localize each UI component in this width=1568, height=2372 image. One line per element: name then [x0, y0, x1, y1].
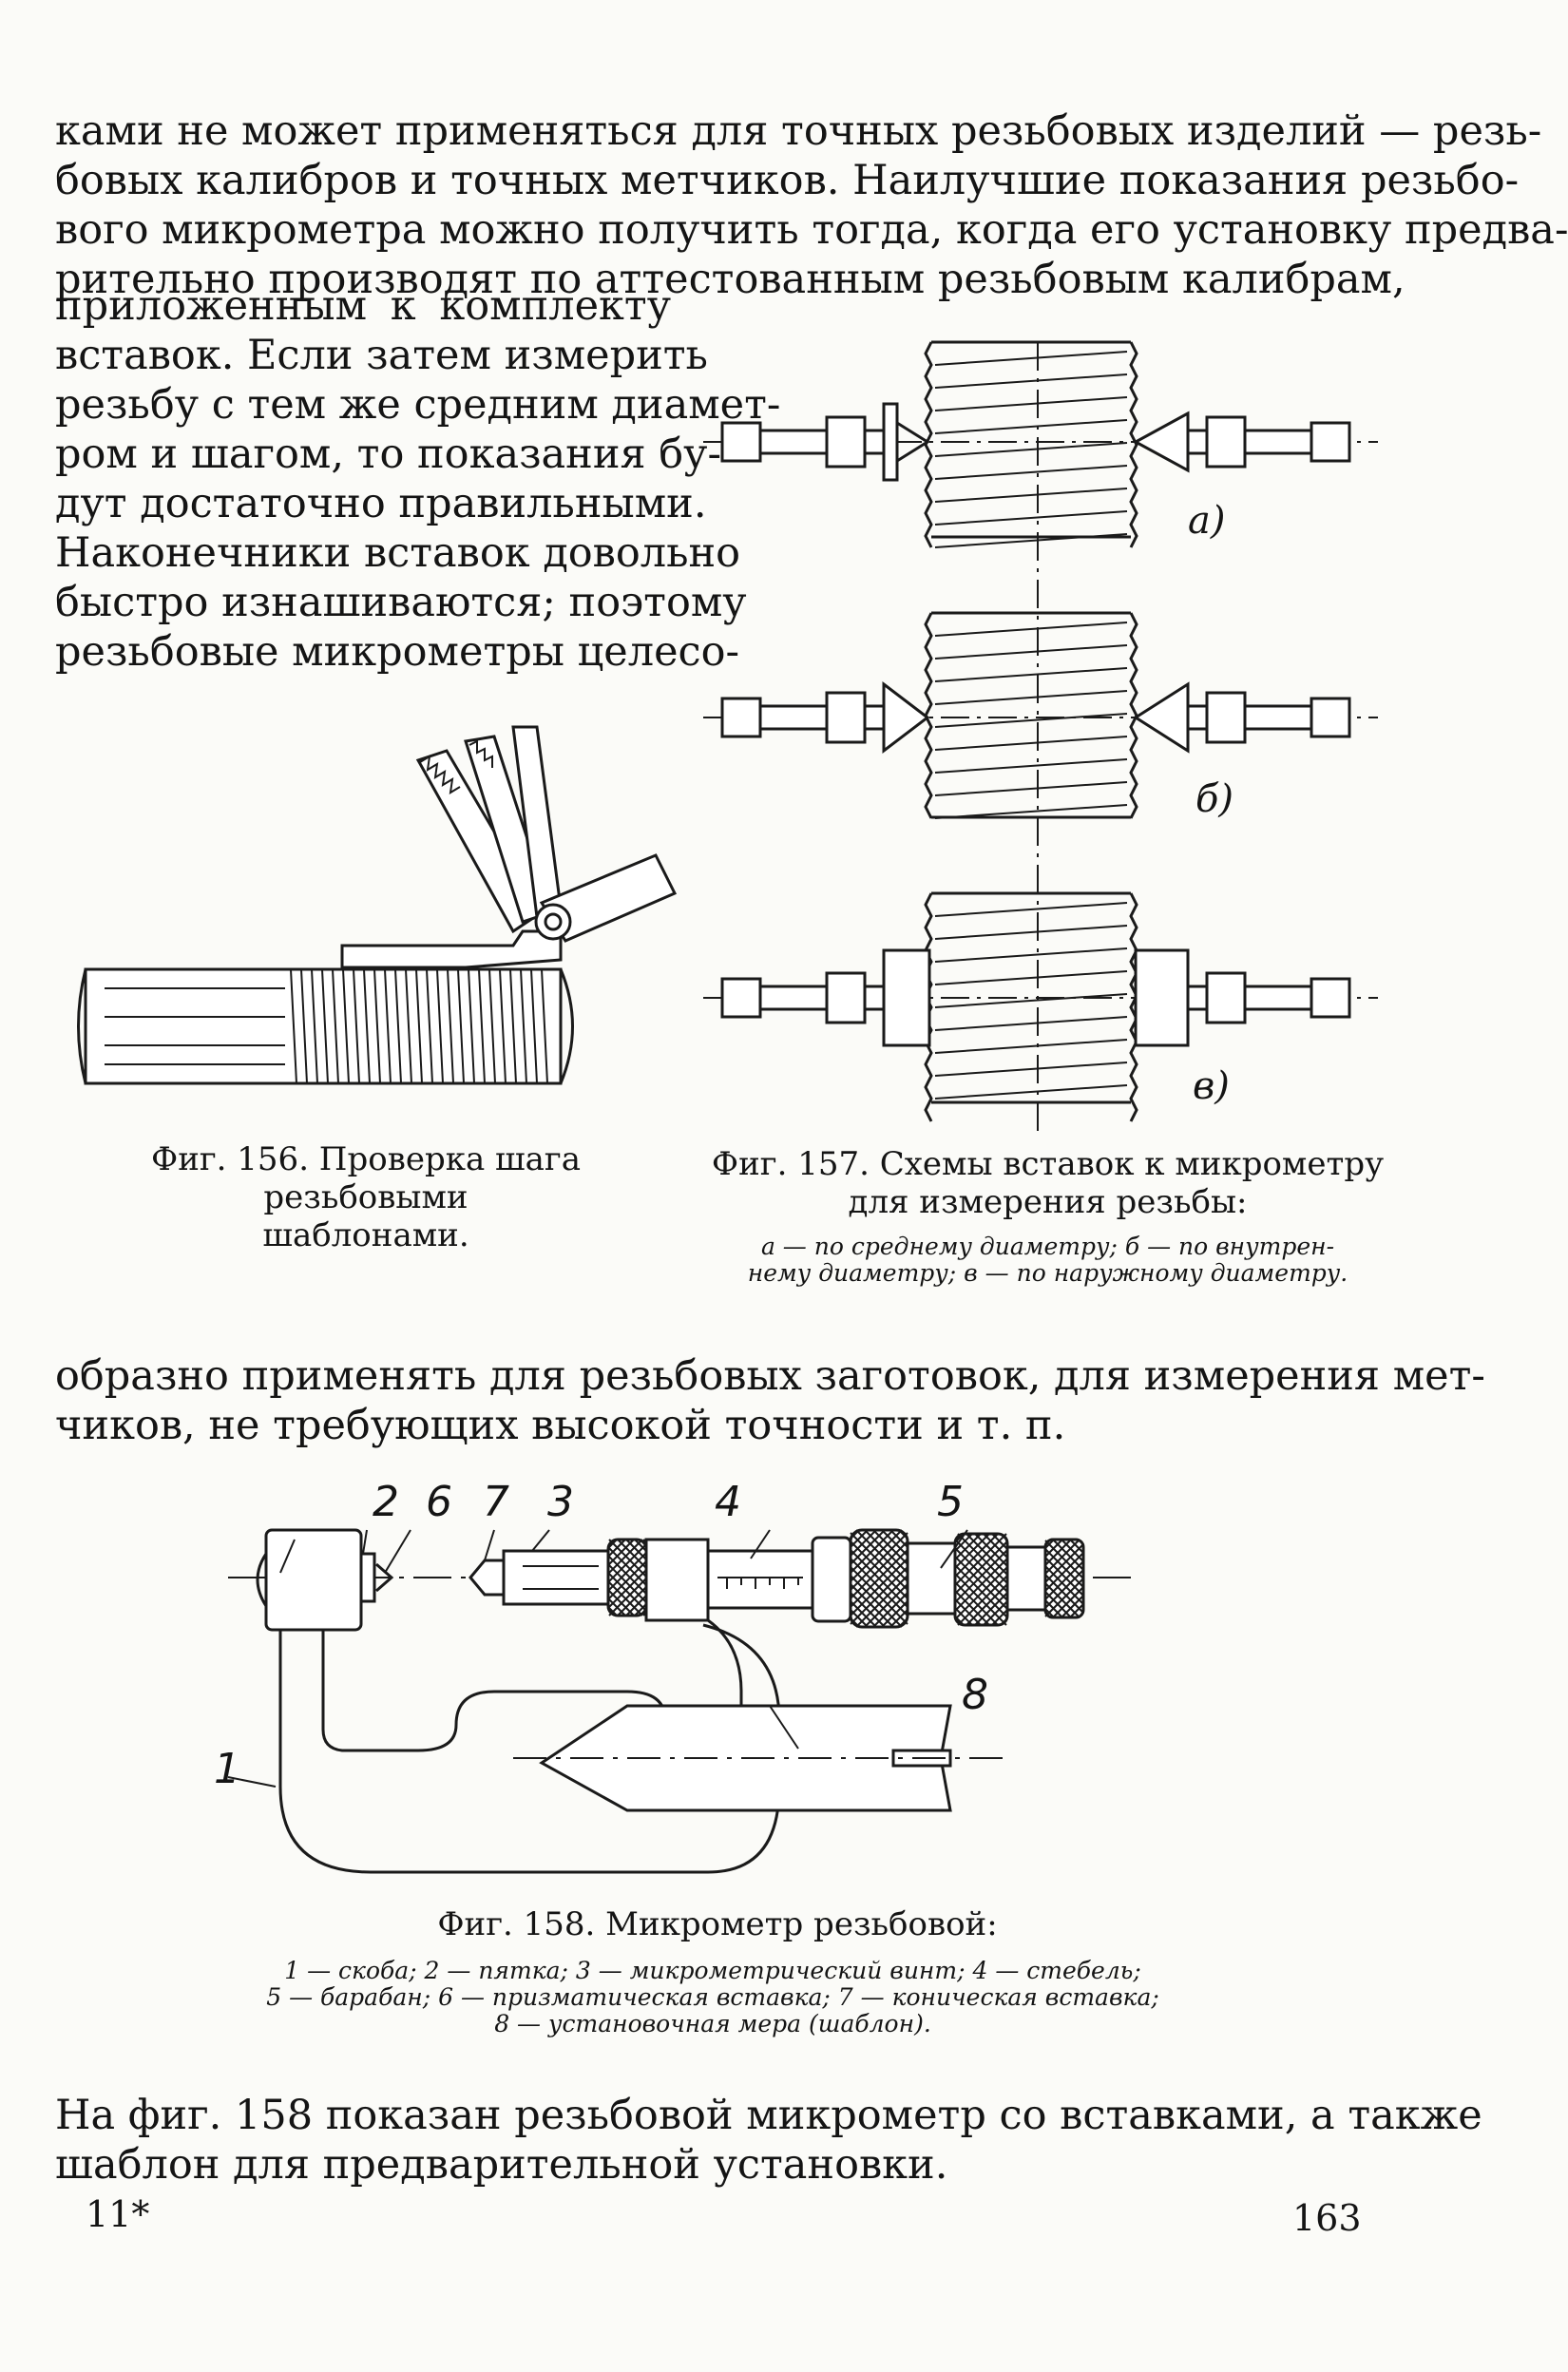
fig158-callout-8: 8: [962, 1671, 988, 1719]
text-line: приложенным к комплекту: [55, 282, 671, 330]
text-line: рительно производят по аттестованным рез…: [55, 256, 1405, 303]
caption-line: Фиг. 156. Проверка шага резьбовыми: [150, 1140, 582, 1216]
fig158-callout-6: 6: [426, 1478, 452, 1526]
fig158-callout-2: 2: [373, 1478, 399, 1526]
fig157-caption: Фиг. 157. Схемы вставок к микрометру для…: [708, 1145, 1387, 1221]
paragraph-4: На фиг. 158 показан резьбовой микрометр …: [55, 2091, 1482, 2190]
text-line: Наконечники вставок довольно: [55, 529, 741, 577]
caption-line: Фиг. 157. Схемы вставок к микрометру: [711, 1145, 1385, 1183]
paragraph-1: ками не может применяться для точных рез…: [55, 106, 1568, 304]
fig158-callout-5: 5: [937, 1478, 964, 1526]
legend-line: 1 — скоба; 2 — пятка; 3 — микрометрическ…: [284, 1957, 1141, 1984]
fig158-callout-1: 1: [214, 1745, 240, 1793]
legend-line: нему диаметру; в — по наружному диаметру…: [747, 1259, 1348, 1287]
text-line: ками не может применяться для точных рез…: [55, 107, 1542, 155]
fig157-label-v: в): [1193, 1064, 1230, 1108]
text-line: шаблон для предварительной установки.: [55, 2141, 948, 2189]
text-line: резьбу с тем же средним диамет-: [55, 381, 781, 429]
caption-line: шаблонами.: [262, 1216, 469, 1254]
text-line: На фиг. 158 показан резьбовой микрометр …: [55, 2092, 1482, 2139]
text-line: вставок. Если затем измерить: [55, 332, 708, 379]
fig158-callout-3: 3: [547, 1478, 574, 1526]
fig157-label-b: б): [1195, 777, 1234, 821]
text-line: дут достаточно правильными.: [55, 480, 707, 527]
text-line: чиков, не требующих высокой точности и т…: [55, 1402, 1066, 1449]
fig158-callout-7: 7: [483, 1478, 509, 1526]
fig157-drawing: [703, 340, 1378, 1131]
fig156-caption: Фиг. 156. Проверка шага резьбовыми шабло…: [48, 1140, 684, 1254]
text-line: вого микрометра можно получить тогда, ко…: [55, 206, 1568, 254]
fig157-label-a: а): [1188, 499, 1226, 543]
text-line: резьбовые микрометры целесо-: [55, 628, 740, 676]
fig158-drawing: [227, 1528, 1131, 1874]
fig158-callout-4: 4: [715, 1478, 741, 1526]
page-number: 163: [1292, 2197, 1362, 2239]
fig156-drawing: [77, 725, 678, 1085]
text-line: бовых калибров и точных метчиков. Наилуч…: [55, 157, 1520, 204]
paragraph-2: приложенным к комплекту вставок. Если за…: [55, 281, 781, 677]
text-line: быстро изнашиваются; поэтому: [55, 579, 747, 626]
fig158-legend: 1 — скоба; 2 — пятка; 3 — микрометрическ…: [152, 1958, 1273, 2037]
fig158-caption: Фиг. 158. Микрометр резьбовой:: [437, 1905, 998, 1943]
caption-line: для измерения резьбы:: [848, 1183, 1248, 1221]
legend-line: а — по среднему диаметру; б — по внутрен…: [760, 1233, 1335, 1260]
signature-mark: 11*: [86, 2193, 150, 2235]
text-line: ром и шагом, то показания бу-: [55, 430, 721, 478]
text-line: образно применять для резьбовых заготово…: [55, 1352, 1485, 1400]
legend-line: 8 — установочная мера (шаблон).: [494, 2010, 931, 2037]
fig157-legend: а — по среднему диаметру; б — по внутрен…: [708, 1234, 1387, 1287]
legend-line: 5 — барабан; 6 — призматическая вставка;…: [266, 1983, 1159, 2011]
paragraph-3: образно применять для резьбовых заготово…: [55, 1351, 1485, 1450]
